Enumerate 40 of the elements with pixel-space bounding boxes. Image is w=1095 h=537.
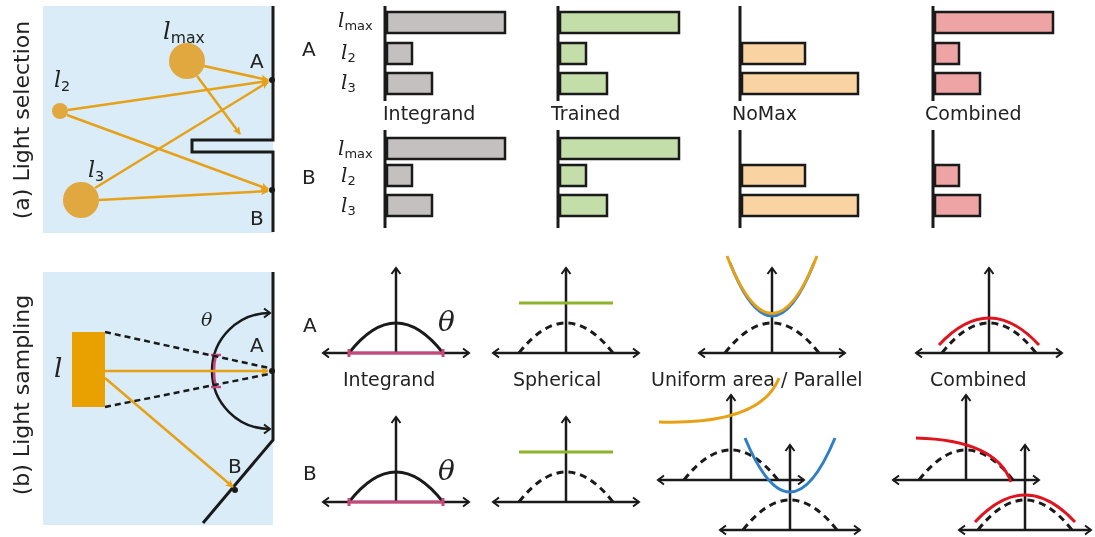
point-label: A bbox=[250, 50, 264, 72]
light-label: l bbox=[54, 354, 63, 383]
dashed-line bbox=[104, 330, 270, 370]
arrow bbox=[94, 80, 269, 190]
light-label: l$_{2}$ bbox=[54, 68, 71, 95]
light-label: l$_{max}$ bbox=[163, 18, 205, 48]
arrow bbox=[66, 113, 269, 191]
light-label: l$_{3}$ bbox=[88, 158, 105, 185]
row-label: A bbox=[302, 38, 316, 60]
point-label: A bbox=[250, 334, 264, 356]
light-name: l$_{2}$ bbox=[341, 41, 356, 66]
arrow bbox=[105, 367, 269, 375]
angle-label: θ bbox=[438, 456, 455, 487]
method-name: Uniform area / Parallel bbox=[651, 369, 863, 390]
panel-title: (a) Light selection bbox=[9, 20, 35, 220]
arrow bbox=[196, 75, 241, 135]
light-name: l$_{2}$ bbox=[341, 164, 356, 189]
point-label: B bbox=[228, 455, 242, 477]
row-label: A bbox=[303, 314, 317, 336]
angle-label: θ bbox=[201, 309, 213, 330]
method-name: Integrand bbox=[383, 103, 476, 124]
light-name: l$_{3}$ bbox=[341, 71, 356, 96]
light-name: l$_{3}$ bbox=[341, 194, 356, 219]
arrow bbox=[98, 187, 269, 202]
method-name: Combined bbox=[930, 369, 1027, 390]
arrow bbox=[203, 64, 269, 83]
light-name: l$_{max}$ bbox=[338, 9, 373, 34]
method-name: Trained bbox=[551, 103, 621, 124]
row-label: B bbox=[303, 462, 317, 484]
light-name: l$_{max}$ bbox=[338, 137, 373, 162]
method-name: Combined bbox=[925, 103, 1022, 124]
row-label: B bbox=[302, 166, 316, 188]
angle-label: θ bbox=[438, 307, 455, 338]
arrow bbox=[67, 78, 269, 112]
method-name: Spherical bbox=[513, 369, 602, 390]
method-name: NoMax bbox=[732, 103, 798, 124]
dashed-line bbox=[104, 372, 270, 409]
arrow bbox=[104, 377, 234, 488]
point-label: B bbox=[250, 207, 264, 229]
panel-title: (b) Light sampling bbox=[9, 294, 35, 496]
